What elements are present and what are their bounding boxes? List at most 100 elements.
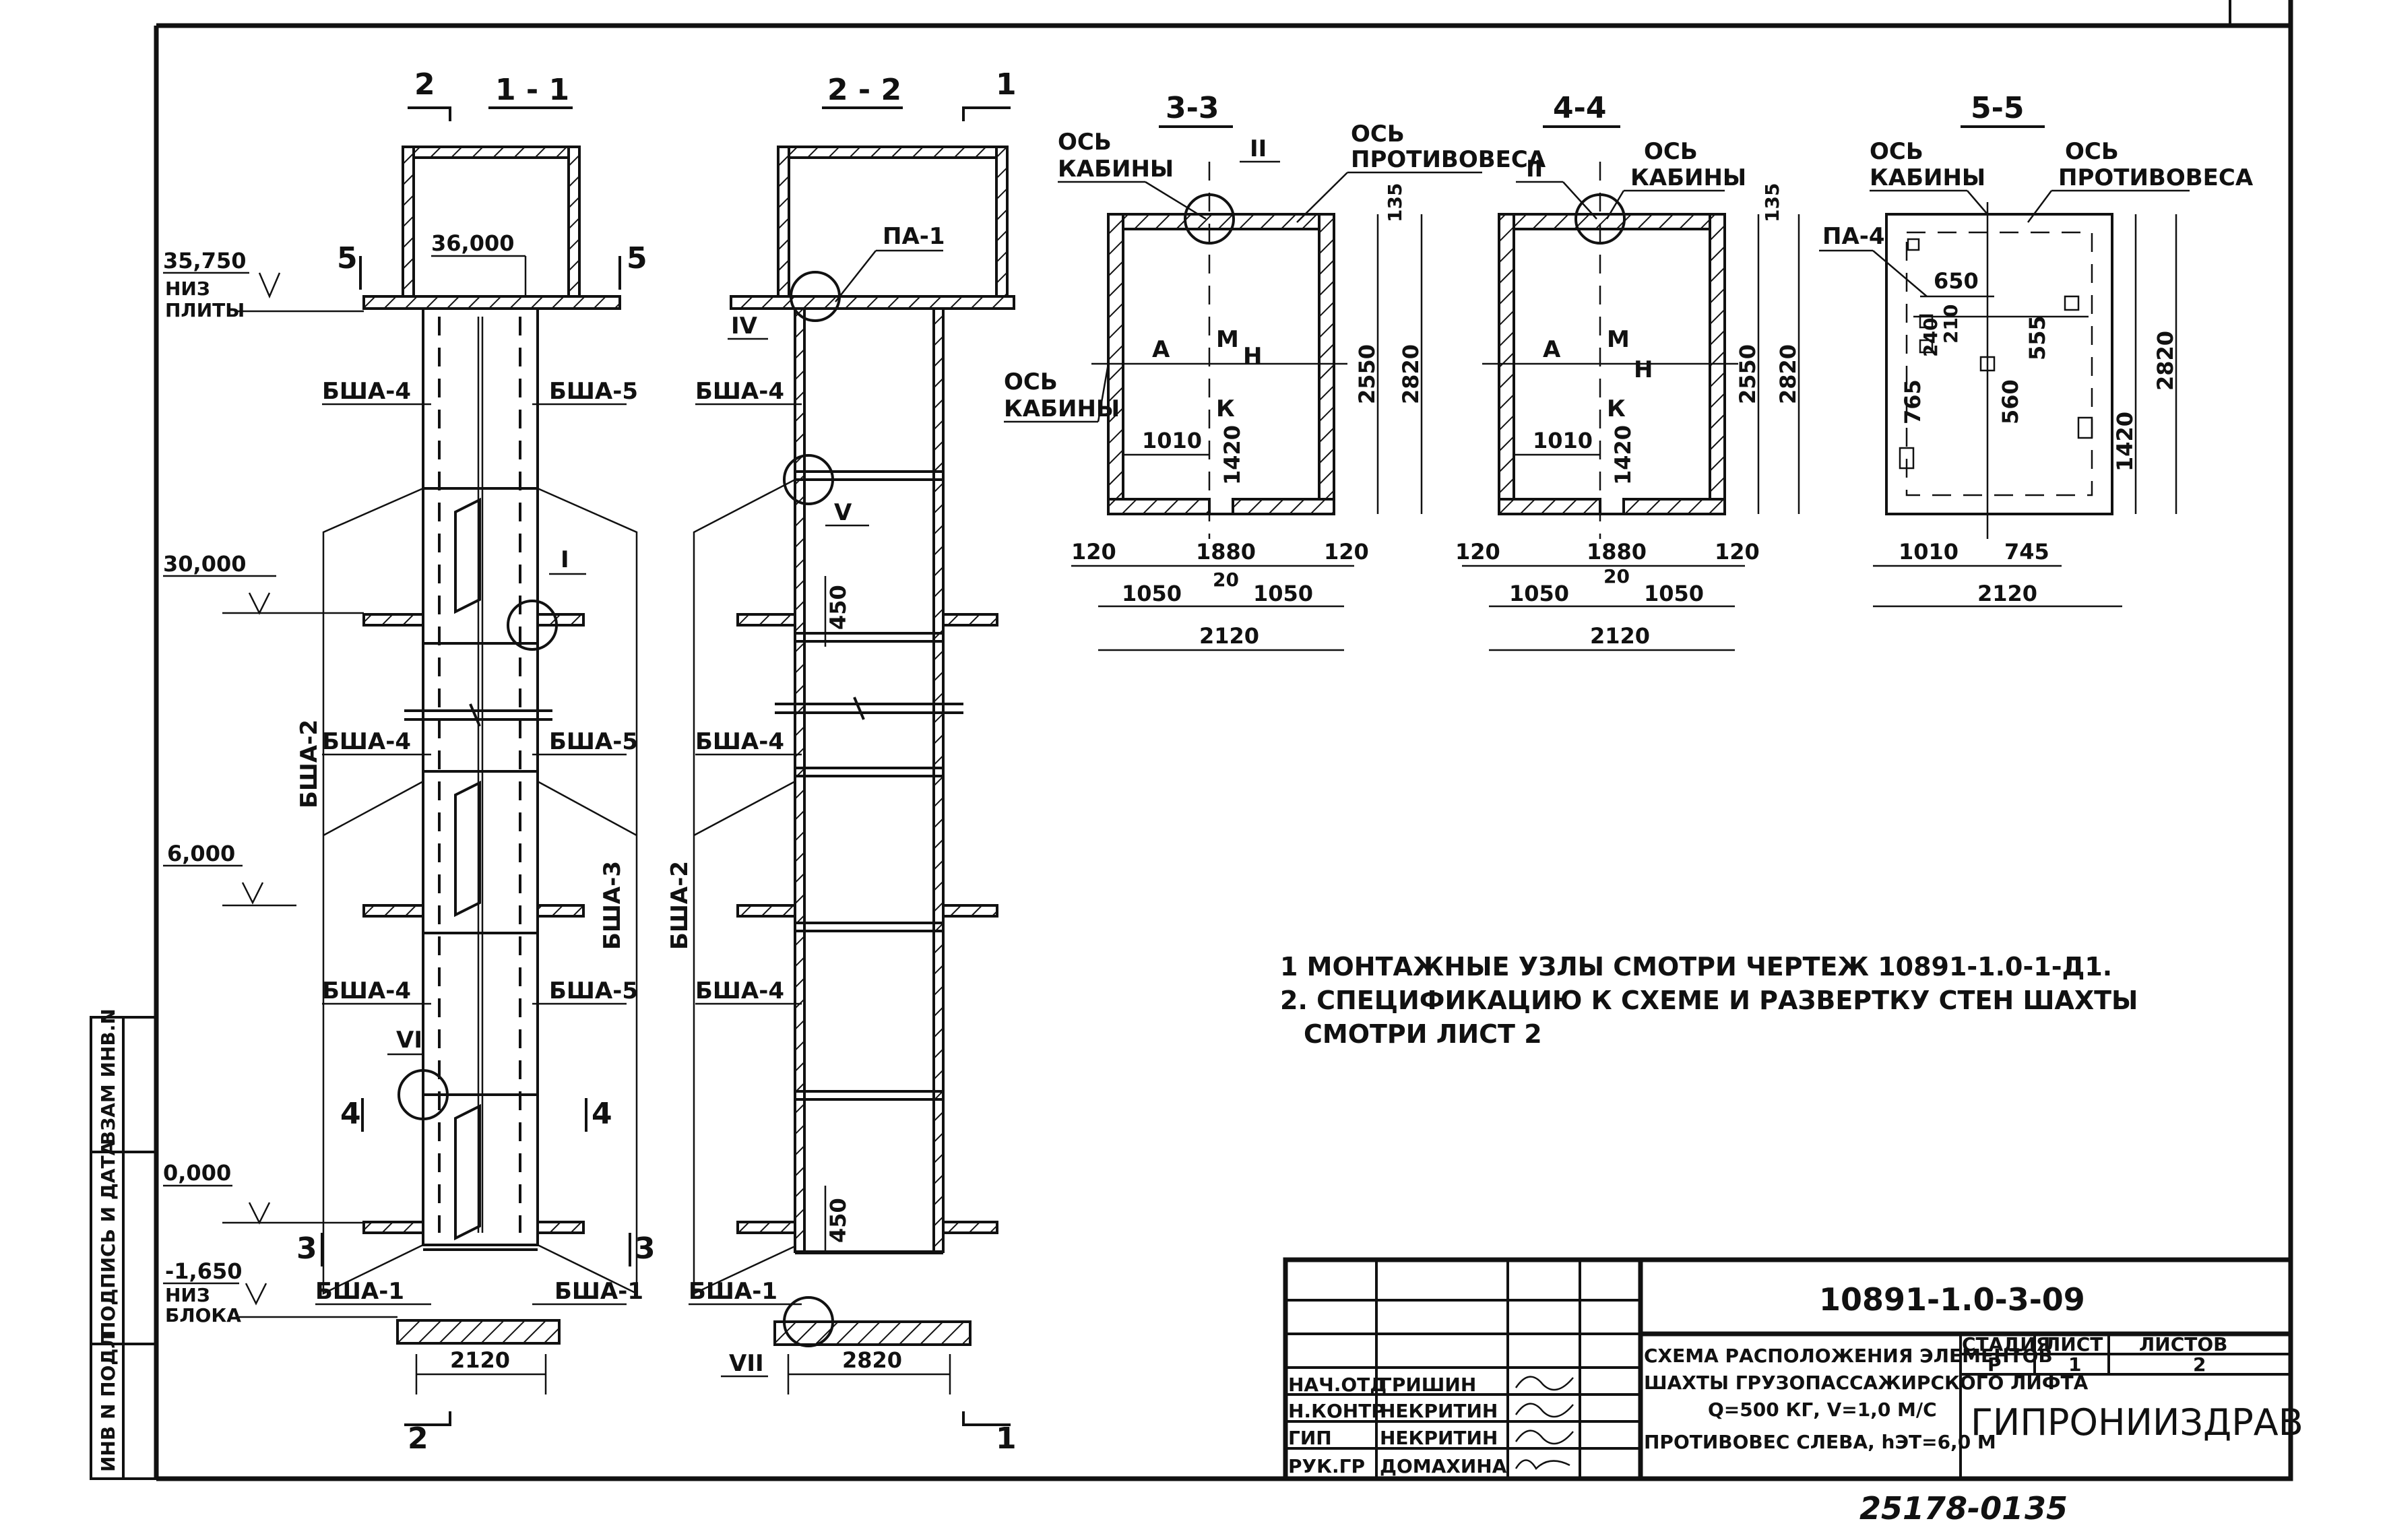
tb-role-0: НАЧ.ОТД [1288, 1374, 1387, 1396]
dim-120-44a: 120 [1455, 539, 1500, 565]
label-bsha4-22c: БША-4 [695, 977, 784, 1004]
letter-k-44: К [1607, 395, 1626, 422]
label-bsha1-2: БША-1 [554, 1278, 643, 1305]
tb-name-3: ДОМАХИНА [1380, 1455, 1507, 1477]
label-bsha4-1: БША-4 [322, 378, 411, 405]
label-bsha1-22: БША-1 [689, 1278, 777, 1305]
node-VI: VI [396, 1027, 422, 1054]
cut-mark-2-top: 2 [414, 67, 435, 102]
dim-1050-33a: 1050 [1122, 581, 1182, 606]
tb-code: 10891-1.0-3-09 [1819, 1281, 2085, 1318]
tb-name-0: ГРИШИН [1380, 1374, 1476, 1396]
label-protivovesa-33: ПРОТИВОВЕСА [1351, 146, 1546, 173]
stamp-inv-podl: ИНВ N ПОДЛ [97, 1333, 119, 1472]
note-3: СМОТРИ ЛИСТ 2 [1304, 1019, 1542, 1049]
node-II-44: II [1526, 156, 1543, 183]
note-2: 2. СПЕЦИФИКАЦИЮ К СХЕМЕ И РАЗВЕРТКУ СТЕН… [1280, 986, 2138, 1015]
label-kabiny-33: КАБИНЫ [1058, 156, 1174, 183]
label-os-left-33: ОСЬ [1004, 368, 1058, 395]
dim-2550-44: 2550 [1735, 344, 1760, 404]
signature-1 [1515, 1403, 1574, 1418]
signature-2 [1515, 1430, 1574, 1445]
label-bsha4-2: БША-4 [322, 728, 411, 755]
dim-555: 555 [2025, 315, 2050, 360]
dim-2820-33: 2820 [1398, 344, 1424, 404]
level-niz-bloka-2: БЛОКА [165, 1304, 241, 1326]
dim-120-33a: 120 [1071, 539, 1116, 565]
dim-210: 210 [1940, 304, 1962, 344]
dim-1420-33: 1420 [1219, 425, 1245, 485]
tb-title-3: Q=500 КГ, V=1,0 М/С [1708, 1399, 1937, 1421]
tb-title-4: ПРОТИВОВЕС СЛЕВА, hЭТ=6,0 М [1644, 1431, 1996, 1453]
dim-2820-elev: 2820 [842, 1347, 902, 1373]
section-title-3-3: 3-3 [1166, 91, 1219, 125]
cut-mark-3-right: 3 [635, 1231, 656, 1266]
tb-name-2: НЕКРИТИН [1380, 1427, 1498, 1449]
letter-m-44: М [1607, 326, 1630, 353]
letter-n-33: Н [1243, 343, 1262, 370]
level-m1650: -1,650 [165, 1258, 243, 1284]
label-os-prot-33: ОСЬ [1351, 121, 1405, 148]
tb-title-1: СХЕМА РАСПОЛОЖЕНИЯ ЭЛЕМЕНТОВ [1644, 1345, 2053, 1367]
label-bsha5-3: БША-5 [549, 977, 638, 1004]
dim-120-44b: 120 [1715, 539, 1760, 565]
cut-mark-4-left: 4 [340, 1097, 361, 1131]
section-title-5-5: 5-5 [1971, 91, 2025, 125]
dim-1010-44: 1010 [1533, 428, 1593, 453]
node-VII: VII [729, 1350, 764, 1377]
dim-2120-33: 2120 [1199, 623, 1259, 649]
dim-1010-33: 1010 [1142, 428, 1202, 453]
section-title-2-2: 2 - 2 [827, 73, 901, 107]
tb-title-2: ШАХТЫ ГРУЗОПАССАЖИРСКОГО ЛИФТА [1644, 1372, 2089, 1394]
dim-1050-44b: 1050 [1644, 581, 1704, 606]
footer: 25178-01 35 [1859, 1490, 2068, 1527]
tb-list: 1 [2068, 1353, 2081, 1376]
dim-120-33b: 120 [1324, 539, 1369, 565]
section-title-1-1: 1 - 1 [495, 73, 569, 107]
tb-stadiya: Р [1987, 1353, 2002, 1376]
dim-745-55: 745 [2004, 539, 2049, 565]
label-bsha3: БША-3 [599, 861, 626, 950]
dim-1050-33b: 1050 [1253, 581, 1313, 606]
label-bsha4-22a: БША-4 [695, 378, 784, 405]
elevation-1-1: 1 - 1 2 [296, 67, 656, 1456]
plan-5-5: 5-5 ОСЬ КАБИНЫ ОСЬ ПРОТИВОВЕСА ПА-4 650 … [1819, 91, 2254, 608]
elevation-2-2: 2 - 2 1 [666, 67, 1017, 1456]
cut-mark-1-bottom: 1 [996, 1421, 1017, 1456]
dim-2820-55: 2820 [2153, 331, 2178, 391]
signature-3 [1515, 1459, 1570, 1471]
level-6000: 6,000 [167, 841, 235, 866]
dim-135-33: 135 [1384, 183, 1406, 222]
level-0000: 0,000 [163, 1160, 231, 1186]
side-stamp: ВЗАМ ИНВ.N ПОДПИСЬ И ДАТА ИНВ N ПОДЛ [90, 1008, 158, 1480]
note-1: 1 МОНТАЖНЫЕ УЗЛЫ СМОТРИ ЧЕРТЕЖ 10891-1.0… [1280, 952, 2112, 982]
dim-135-44: 135 [1761, 183, 1783, 222]
node-II-33: II [1250, 135, 1267, 162]
letter-m-33: М [1216, 326, 1239, 353]
cut-mark-4-right: 4 [592, 1097, 612, 1131]
label-os-kab-44: ОСЬ [1644, 138, 1698, 165]
plan-4-4: 4-4 II ОСЬ КАБИНЫ А М Н К 1010 1420 2550… [1455, 91, 1801, 651]
section-title-4-4: 4-4 [1553, 91, 1607, 125]
dim-1880-33: 1880 [1196, 539, 1256, 565]
label-os-prot-55: ОСЬ [2065, 138, 2119, 165]
tb-listov: 2 [2193, 1353, 2206, 1376]
level-niz-plity-2: ПЛИТЫ [165, 299, 245, 321]
label-bsha5-1: БША-5 [549, 378, 638, 405]
label-kabiny-44: КАБИНЫ [1630, 164, 1746, 191]
tb-name-1: НЕКРИТИН [1380, 1400, 1498, 1422]
label-os-kab-55: ОСЬ [1870, 138, 1923, 165]
cut-mark-2-bottom: 2 [408, 1421, 428, 1456]
dim-650: 650 [1934, 268, 1979, 294]
level-36000: 36,000 [431, 230, 514, 256]
dim-2120-44: 2120 [1590, 623, 1650, 649]
label-os-kab-33: ОСЬ [1058, 129, 1112, 156]
footer-inv: 25178-01 [1859, 1490, 2023, 1527]
dim-240: 240 [1919, 318, 1942, 357]
dim-20-33: 20 [1213, 569, 1239, 591]
tb-list-header: ЛИСТ [2045, 1333, 2103, 1355]
dim-1050-44a: 1050 [1509, 581, 1569, 606]
plan-3-3: 3-3 ОСЬ КАБИНЫ II ОСЬ ПРОТИВОВЕСА ОСЬ КА… [1004, 91, 1546, 651]
label-pa1: ПА-1 [883, 223, 945, 250]
